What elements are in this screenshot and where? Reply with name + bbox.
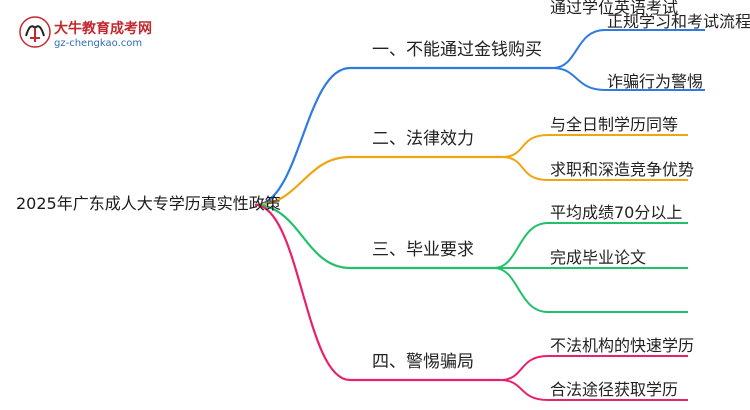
logo-title: 大牛教育成考网 [54,21,152,37]
branch-label-4: 四、警惕骗局 [372,352,474,372]
leaf-connector [552,67,606,91]
leaf-label: 通过学位英语考试 [550,0,679,17]
leaf-label: 诈骗行为警惕 [607,72,704,91]
leaf-label: 与全日制学历同等 [550,115,679,134]
leaf-connector [493,222,549,269]
root-branch-connector [254,203,351,270]
leaf-connector [499,355,549,381]
branch-label-2: 二、法律效力 [372,129,474,149]
leaf-label: 求职和深造竞争优势 [550,160,695,179]
root-branch-connector [254,66,351,207]
leaf-label: 不法机构的快速学历 [550,336,695,355]
leaf-connector [501,156,549,181]
leaf-label: 正规学习和考试流程 [607,12,750,31]
leaf-connector [499,379,549,401]
leaf-label: 完成毕业论文 [550,248,647,267]
bull-logo-icon [19,16,51,48]
leaf-connector [493,267,549,313]
site-logo[interactable]: 大牛教育成考网 gz-chengkao.com [18,14,158,54]
leaf-label: 平均成绩70分以上 [550,203,683,222]
leaf-connector [552,29,606,69]
logo-url: gz-chengkao.com [54,38,143,49]
branch-label-1: 一、不能通过金钱购买 [372,40,542,60]
root-branch-connector [254,203,351,382]
leaf-connector [501,134,549,158]
root-branch-connector [254,155,351,207]
root-topic: 2025年广东成人大专学历真实性政策 [16,194,281,213]
leaf-label: 合法途径获取学历 [550,380,679,399]
branch-label-3: 三、毕业要求 [372,240,474,260]
